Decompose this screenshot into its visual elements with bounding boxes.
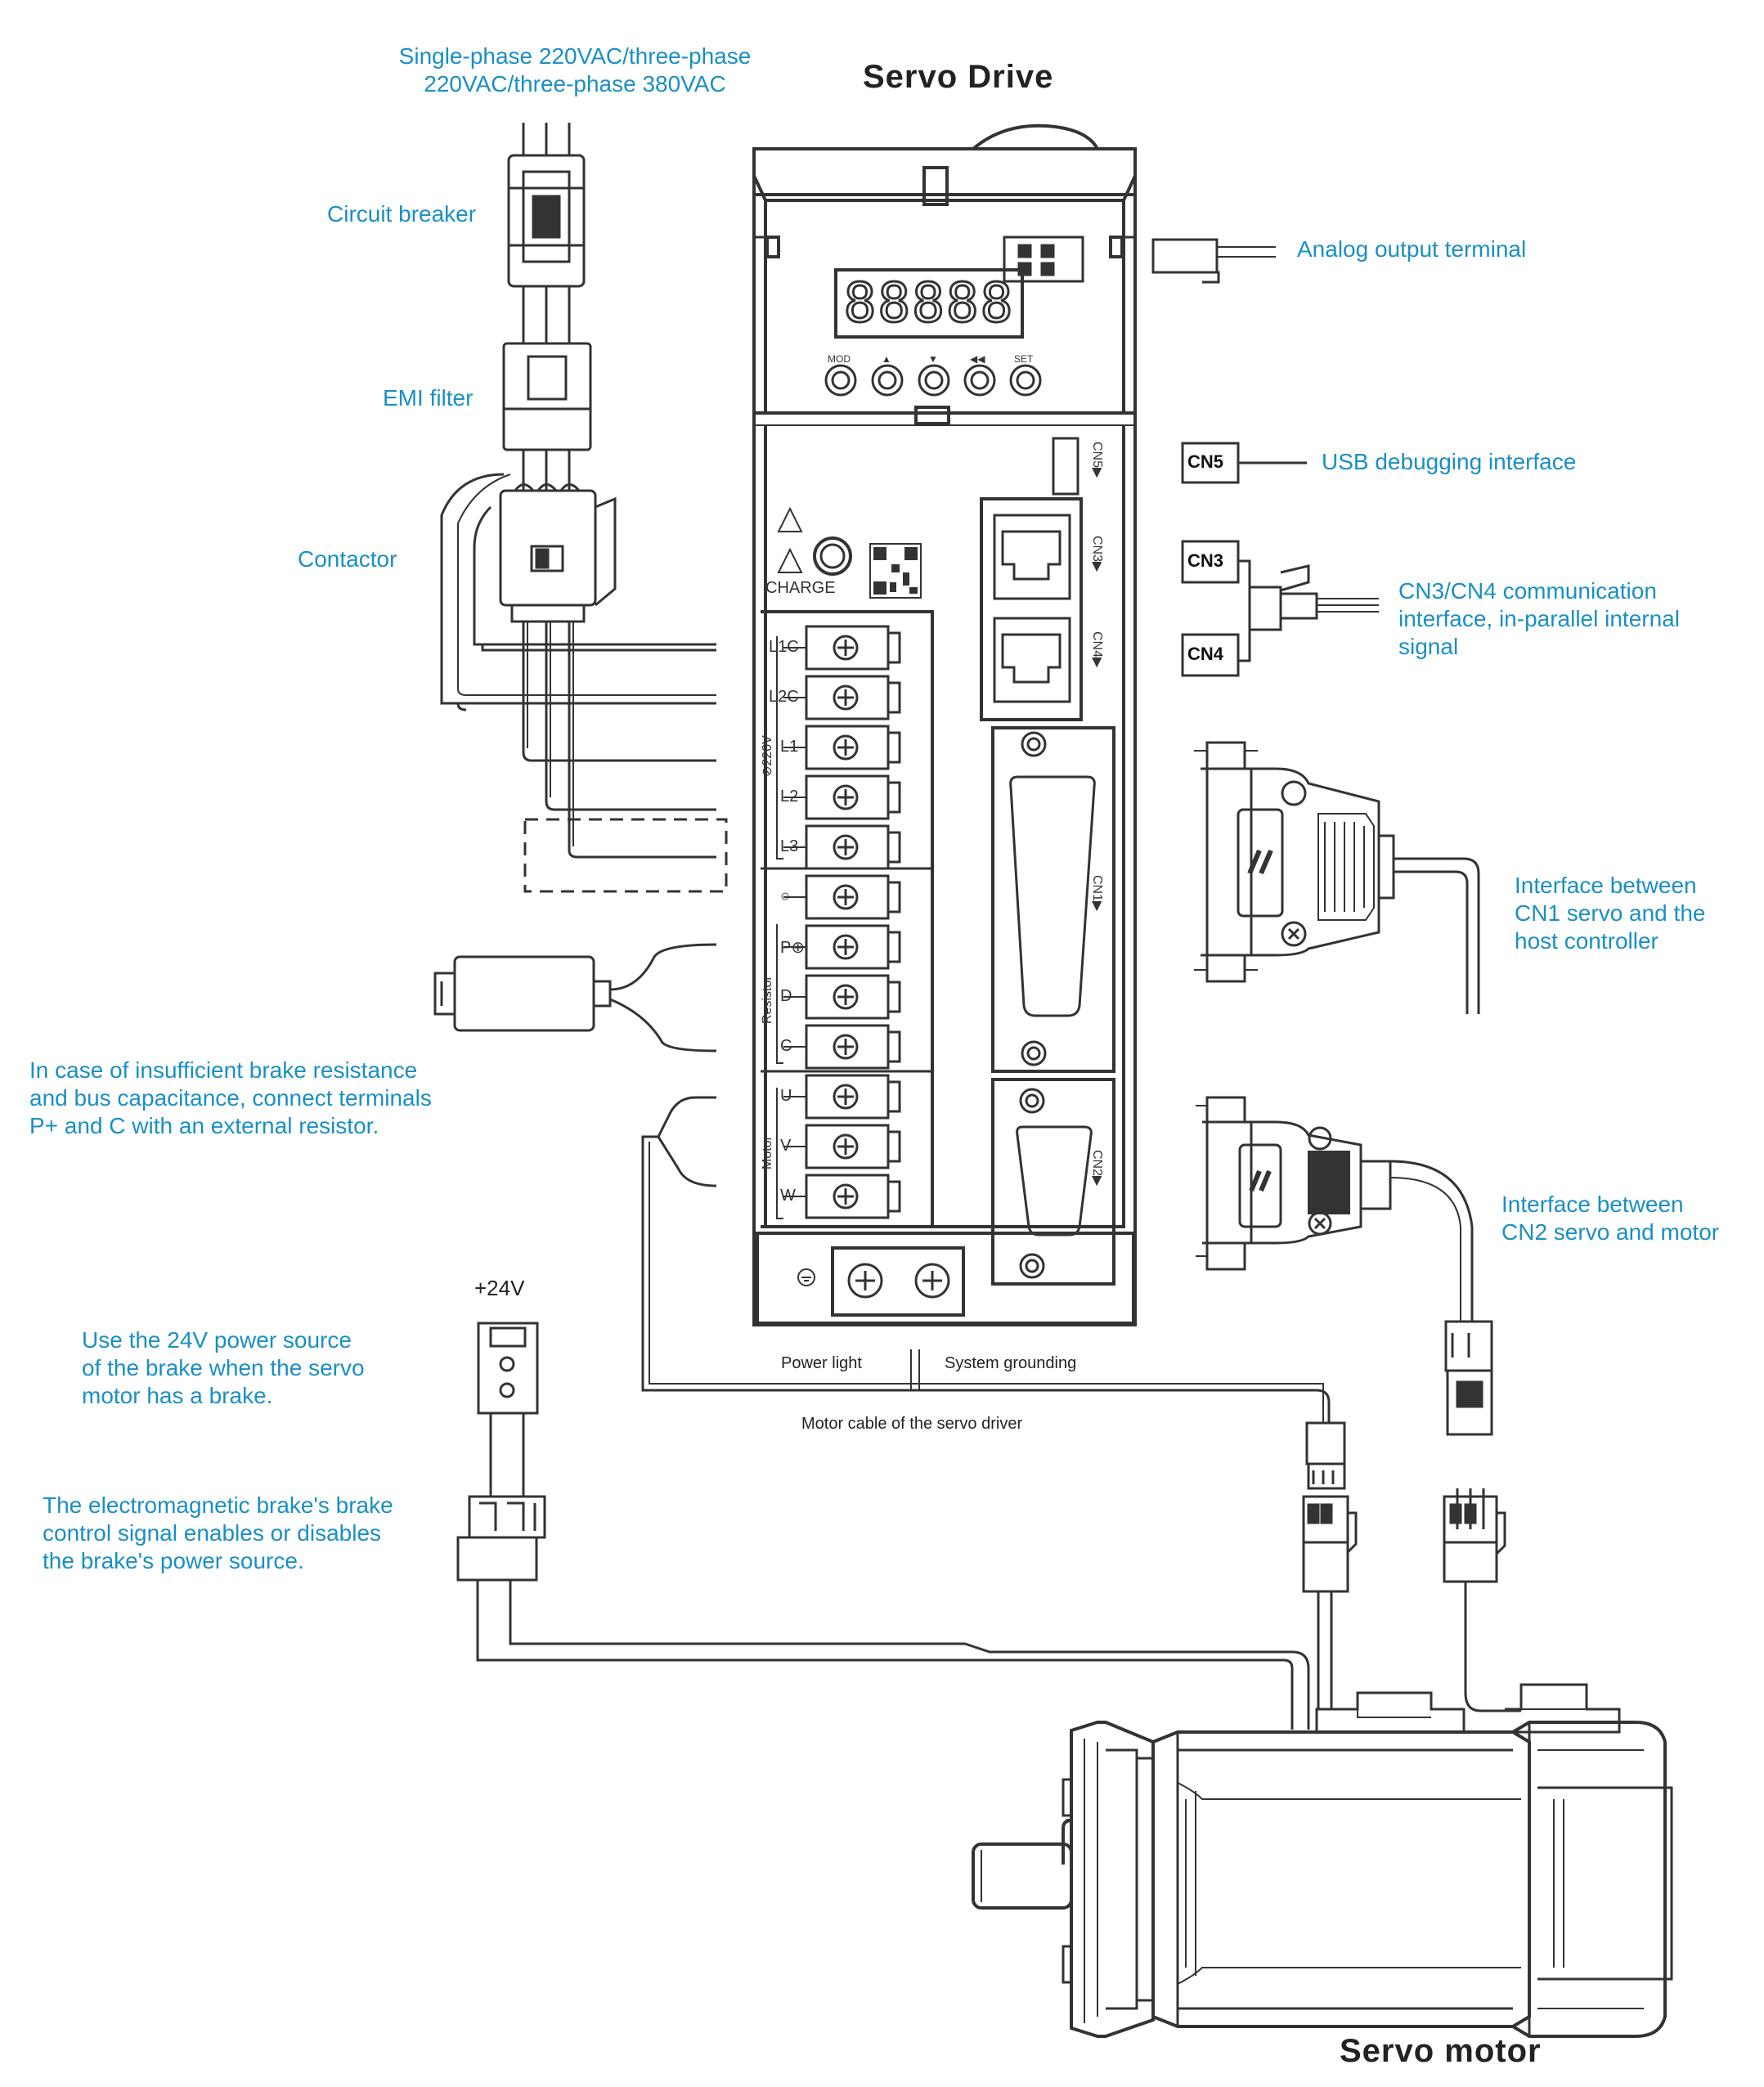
contactor-label: Contactor: [298, 546, 397, 572]
front-buttons: [824, 364, 1042, 397]
group-220v-label: ⊘220V: [761, 735, 774, 777]
servo-drive-title: Servo Drive: [863, 59, 1054, 95]
group-resistor-label: Resistor: [761, 976, 774, 1024]
brake-relay-connector-icon: [456, 1495, 1310, 1730]
terminal-label: V: [780, 1137, 792, 1155]
servo-motor-title: Servo motor: [1340, 2033, 1542, 2069]
terminal-screw: [783, 1174, 901, 1219]
circuit-breaker-label: Circuit breaker: [327, 201, 477, 227]
cn34-label: CN3/CN4 communication interface, in-para…: [1398, 578, 1680, 659]
cn2-port: [991, 1078, 1115, 1286]
terminal-label: L1C: [769, 638, 799, 656]
btn-set-label: SET: [1014, 353, 1034, 365]
motor-power-connector-icon: [1302, 1421, 1358, 1709]
terminal-screw: [783, 974, 901, 1020]
cn3-tag: CN3: [1187, 550, 1224, 571]
led-display-digits: 88888: [842, 271, 1015, 336]
cn5-tag: CN5: [1187, 451, 1224, 472]
terminal-label: L1: [780, 738, 799, 756]
ground-terminal: [797, 1246, 965, 1317]
brake-resistor-label: In case of insufficient brake resistance…: [29, 1057, 432, 1138]
btn-up-label: ▲: [882, 353, 891, 365]
terminal-screw: [783, 675, 901, 720]
brake-resistor-icon: [433, 943, 717, 1052]
emi-filter-label: EMI filter: [383, 385, 474, 411]
brake-power-label: Use the 24V power source of the brake wh…: [82, 1327, 365, 1408]
terminal-screw: [783, 774, 901, 820]
terminal-label: W: [780, 1187, 796, 1205]
charge-label: CHARGE: [765, 579, 836, 597]
btn-shift-label: ◀◀: [970, 353, 985, 365]
terminal-label: C: [780, 1037, 792, 1055]
port-cn4-label: CN4▶: [1090, 631, 1104, 668]
input-wires: [522, 123, 571, 155]
contactor-icon: [499, 483, 617, 623]
terminal-label: U: [780, 1087, 792, 1105]
port-cn3-label: CN3▶: [1090, 536, 1104, 572]
circuit-breaker-icon: [507, 154, 586, 288]
port-cn1-label: CN1▶: [1090, 875, 1104, 912]
led-display: [834, 268, 1024, 339]
power-supply-label: Single-phase 220VAC/three-phase 220VAC/t…: [398, 43, 752, 96]
btn-down-label: ▼: [928, 353, 938, 365]
servo-motor-icon: [972, 1683, 1673, 2038]
terminal-label: P⊕: [780, 939, 806, 957]
usb-debug-label: USB debugging interface: [1322, 449, 1577, 474]
terminal-screw: [783, 1074, 901, 1120]
terminal-screw: [783, 625, 901, 671]
group-motor-label: Motor: [761, 1136, 774, 1169]
cn1-port: [991, 726, 1115, 1073]
port-cn2-label: CN2▶: [1090, 1150, 1104, 1187]
terminal-label: L2: [780, 788, 799, 806]
encoder-connector-icon: [1443, 1320, 1521, 1712]
servo-drive-body: [752, 123, 1137, 1326]
terminal-label: D: [780, 987, 792, 1005]
terminal-screw: [783, 1124, 901, 1169]
cn5-port: [1052, 437, 1079, 496]
terminal-screw: [783, 725, 901, 770]
terminal-screws: [783, 625, 901, 1219]
cn2-motor-connector-icon: [1196, 1096, 1392, 1271]
cn2-label: Interface between CN2 servo and motor: [1501, 1192, 1720, 1245]
brake-power-connector-icon: [477, 1322, 539, 1497]
analog-output-plug-icon: [1151, 238, 1276, 284]
terminal-label: ○: [780, 887, 791, 905]
terminal-label: L2C: [769, 688, 799, 706]
rj45-plug-icon: [1248, 564, 1379, 631]
emi-filter-icon: [502, 342, 592, 451]
terminal-screw: [783, 924, 901, 970]
cn1-label: Interface between CN1 servo and the host…: [1515, 873, 1706, 954]
power-light-label: Power light: [781, 1354, 862, 1372]
terminal-screw: [783, 824, 901, 870]
terminal-label: L3: [780, 837, 799, 855]
motor-cable-label: Motor cable of the servo driver: [801, 1415, 1023, 1433]
cn4-tag: CN4: [1187, 644, 1224, 664]
plus24v-label: +24V: [474, 1276, 525, 1300]
cn3-cn4-ports: [980, 497, 1083, 721]
brake-signal-label: The electromagnetic brake's brake contro…: [43, 1492, 393, 1573]
port-cn5-label: CN5▶: [1090, 442, 1104, 478]
btn-mod-label: MOD: [828, 353, 851, 365]
analog-output-label: Analog output terminal: [1297, 236, 1527, 262]
terminal-screw: [783, 1024, 901, 1070]
cn1-host-connector-icon: [1194, 741, 1480, 1014]
system-grounding-label: System grounding: [945, 1354, 1077, 1372]
terminal-screw: [783, 874, 901, 920]
